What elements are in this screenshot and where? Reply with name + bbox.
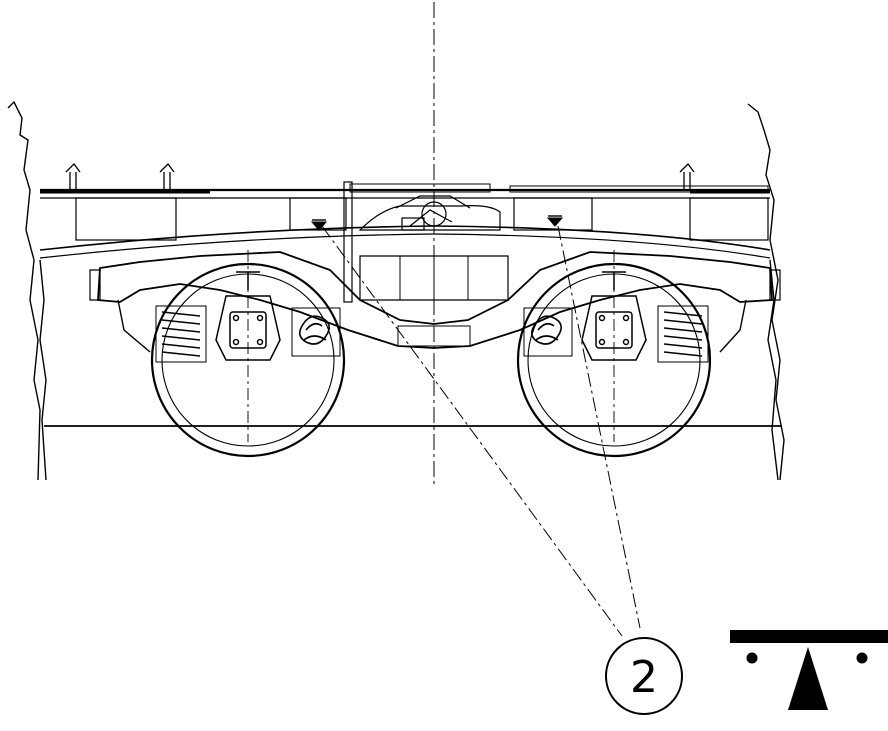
spring-inner-left xyxy=(291,307,341,357)
leader-lines xyxy=(321,225,641,637)
center-pivot xyxy=(343,181,501,303)
spring-outer-right xyxy=(657,305,709,363)
car-body-outline xyxy=(7,100,785,481)
callout-bubble: 2 xyxy=(605,637,683,715)
callout-number: 2 xyxy=(630,652,658,703)
underframe xyxy=(39,183,771,259)
weighing-balance-symbol xyxy=(730,630,888,710)
spring-inner-right xyxy=(523,307,573,357)
axle-box-right xyxy=(581,271,647,361)
spring-outer-left xyxy=(155,305,207,363)
axle-box-left xyxy=(215,271,281,361)
top-handles xyxy=(40,163,770,194)
weighing-pad-right xyxy=(546,215,564,227)
